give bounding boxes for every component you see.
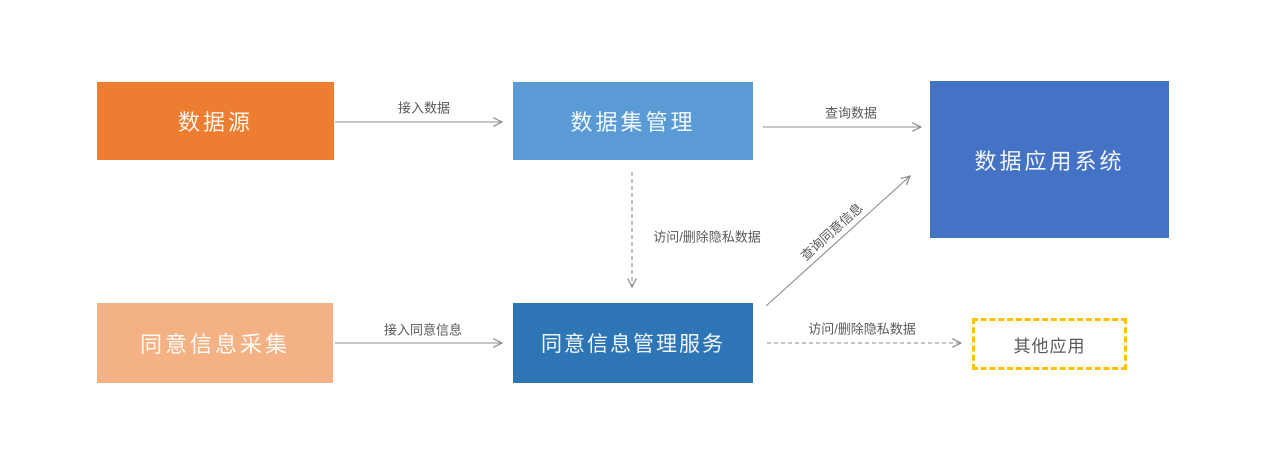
node-data-source-label: 数据源 (177, 110, 253, 135)
node-dataset-management-label: 数据集管理 (570, 110, 696, 135)
node-data-source: 数据源 (97, 82, 334, 160)
edge-query-consent-info-line (765, 175, 911, 307)
edge-label-access-delete-private-data: 访问/删除隐私数据 (653, 229, 761, 245)
node-data-application-system: 数据应用系统 (930, 81, 1169, 238)
node-consent-info-collection-label: 同意信息采集 (139, 332, 290, 357)
node-other-applications-label: 其他应用 (1013, 336, 1086, 356)
edge-label-ingest-data: 接入数据 (397, 100, 451, 116)
node-dataset-management: 数据集管理 (513, 82, 753, 160)
edge-label-ingest-consent-info: 接入同意信息 (383, 322, 463, 338)
node-other-applications: 其他应用 (972, 318, 1127, 370)
edge-label-query-consent-info: 查询同意信息 (797, 200, 866, 264)
node-consent-management-service-label: 同意信息管理服务 (541, 333, 725, 356)
node-consent-info-collection: 同意信息采集 (97, 303, 333, 383)
edge-label-access-delete-private-data-2: 访问/删除隐私数据 (808, 321, 916, 337)
edge-label-query-data: 查询数据 (824, 105, 878, 121)
node-data-application-system-label: 数据应用系统 (974, 148, 1125, 174)
node-consent-management-service: 同意信息管理服务 (513, 303, 753, 383)
